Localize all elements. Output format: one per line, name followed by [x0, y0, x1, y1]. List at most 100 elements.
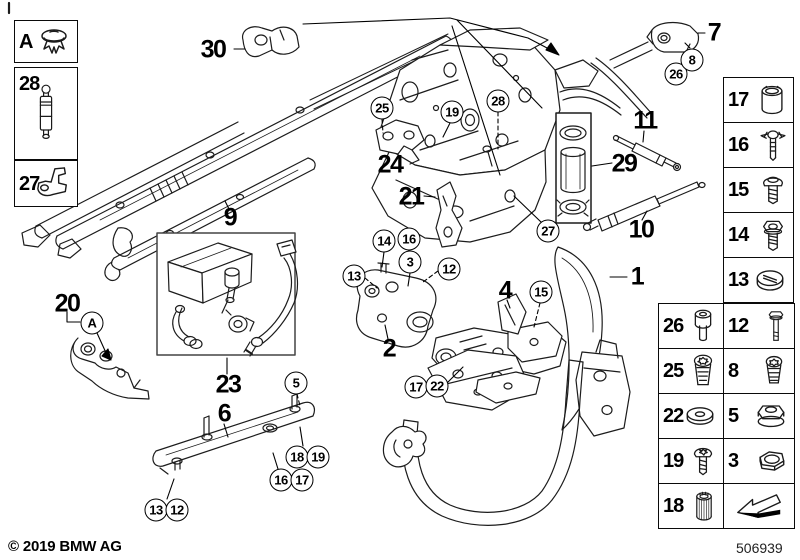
legend-item-17[interactable]: 17 — [723, 77, 794, 123]
part-number: 5 — [728, 405, 739, 427]
part-label-11[interactable]: 11 — [633, 106, 658, 135]
socket-head-bolt-icon — [694, 309, 712, 342]
part-1-frame-assembly — [382, 246, 631, 526]
part-number: 16 — [728, 134, 749, 156]
part-number: 13 — [728, 269, 749, 291]
legend-item-22[interactable]: 22 — [658, 393, 724, 439]
legend-item-19[interactable]: 19 — [658, 438, 724, 484]
hex-bolt-icon — [768, 311, 784, 341]
legend-item-A[interactable]: A — [14, 20, 78, 63]
part-11-gas-strut — [612, 134, 682, 172]
torx-button-screw-icon — [693, 447, 713, 476]
callout-19[interactable]: 19 — [306, 445, 330, 469]
part-number: 15 — [728, 179, 749, 201]
callout-16[interactable]: 16 — [397, 227, 421, 251]
diagram-number: 506939 — [736, 540, 783, 556]
main-mechanism-cluster — [371, 27, 599, 243]
part-label-6[interactable]: 6 — [217, 399, 232, 428]
legend-item-8[interactable]: 8 — [723, 348, 795, 394]
callout-8[interactable]: 8 — [680, 48, 704, 72]
part-number: 25 — [663, 360, 684, 382]
part-label-29[interactable]: 29 — [611, 149, 638, 178]
legend-item-27[interactable]: 27 — [14, 160, 78, 207]
hydraulic-hoses — [559, 41, 653, 119]
callout-28[interactable]: 28 — [486, 89, 510, 113]
flange-nut-icon — [757, 405, 785, 428]
callout-18[interactable]: 18 — [285, 445, 309, 469]
legend-item-12[interactable]: 12 — [723, 303, 795, 349]
part-label-20[interactable]: 20 — [54, 289, 81, 318]
part-label-30[interactable]: 30 — [200, 35, 227, 64]
part-21-bracket — [435, 181, 463, 248]
legend-item-26[interactable]: 26 — [658, 303, 724, 349]
part-number: 14 — [728, 224, 749, 246]
hex-flange-screw-icon — [763, 220, 783, 251]
callout-27[interactable]: 27 — [536, 219, 560, 243]
part-number: 22 — [663, 405, 684, 427]
part-6-support-rail — [152, 393, 315, 475]
callout-12[interactable]: 12 — [165, 498, 189, 522]
callout-17[interactable]: 17 — [404, 375, 428, 399]
legend-item-25[interactable]: 25 — [658, 348, 724, 394]
legend-item-3[interactable]: 3 — [723, 438, 795, 484]
callout-26[interactable]: 26 — [664, 62, 688, 86]
legend-item-18[interactable]: 18 — [658, 483, 724, 529]
legend-item-13[interactable]: 13 — [723, 257, 794, 303]
torx-oval-screw-icon — [693, 354, 713, 386]
part-label-4[interactable]: 4 — [498, 276, 513, 305]
callout-25[interactable]: 25 — [370, 96, 394, 120]
leader-lines-dashed — [296, 111, 541, 407]
part-23-repair-kit-box — [156, 232, 299, 357]
part-number: 8 — [728, 360, 739, 382]
part-label-10[interactable]: 10 — [628, 215, 655, 244]
legend-item-28[interactable]: 28 — [14, 67, 78, 160]
legend-item-15[interactable]: 15 — [723, 167, 794, 213]
callout-3[interactable]: 3 — [398, 250, 422, 274]
part-label-1[interactable]: 1 — [630, 262, 645, 291]
part-2-mount-plate — [355, 262, 437, 348]
part-4-wedge — [497, 293, 527, 335]
part-label-2[interactable]: 2 — [382, 334, 397, 363]
expanding-rivet-icon — [41, 28, 67, 54]
knurled-bushing-icon — [696, 491, 712, 521]
hex-nut-icon — [759, 451, 785, 471]
part-label-23[interactable]: 23 — [215, 370, 242, 399]
legend-item-14[interactable]: 14 — [723, 212, 794, 258]
part-number: 12 — [728, 315, 749, 337]
callout-A[interactable]: A — [80, 311, 104, 335]
callout-15[interactable]: 15 — [529, 280, 553, 304]
washer-icon — [686, 407, 714, 425]
callout-13[interactable]: 13 — [144, 498, 168, 522]
callout-14[interactable]: 14 — [372, 229, 396, 253]
callout-5[interactable]: 5 — [284, 371, 308, 395]
part-30-bracket — [241, 26, 300, 58]
part-number: 27 — [19, 172, 40, 195]
copyright-text: © 2019 BMW AG — [8, 538, 122, 555]
callout-22[interactable]: 22 — [425, 374, 449, 398]
part-number: A — [19, 30, 33, 53]
callout-13[interactable]: 13 — [342, 264, 366, 288]
callout-12[interactable]: 12 — [437, 257, 461, 281]
callout-19[interactable]: 19 — [440, 100, 464, 124]
part-label-9[interactable]: 9 — [223, 203, 238, 232]
legend-item-5[interactable]: 5 — [723, 393, 795, 439]
locking-screw-icon — [760, 130, 786, 161]
direction-arrow-icon — [737, 494, 781, 518]
part-number: 18 — [663, 495, 684, 517]
oval-head-screw-icon — [763, 176, 783, 205]
part-number: 26 — [663, 315, 684, 337]
callout-16[interactable]: 16 — [269, 468, 293, 492]
callout-17[interactable]: 17 — [290, 468, 314, 492]
legend-item-16[interactable]: 16 — [723, 122, 794, 168]
part-10-gas-strut — [582, 181, 706, 232]
spacer-sleeve-icon — [761, 85, 783, 115]
part-label-24[interactable]: 24 — [377, 150, 404, 179]
part-label-7[interactable]: 7 — [707, 18, 722, 47]
holder-bracket-icon — [37, 166, 67, 196]
part-label-21[interactable]: 21 — [398, 182, 425, 211]
legend-item-arrow[interactable] — [723, 483, 795, 529]
leader-lines — [66, 17, 706, 500]
part-24-bracket — [375, 119, 425, 165]
